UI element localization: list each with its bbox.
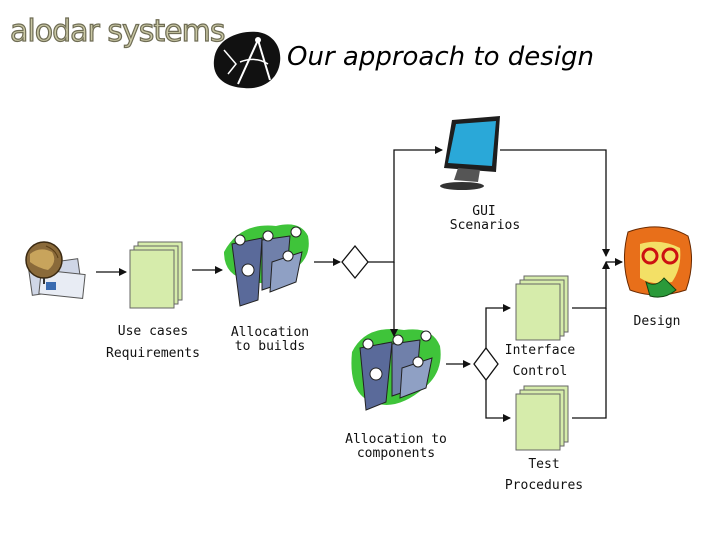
design-label: Design: [633, 314, 681, 329]
page-title: Our approach to design: [287, 42, 595, 72]
interface-control-document-icon: [515, 275, 569, 341]
gui-label-2: Scenarios: [449, 218, 521, 233]
allocation-builds-label-1: Allocation: [230, 325, 310, 340]
allocation-components-label-2: components: [356, 446, 436, 461]
company-logo: alodar systems: [9, 13, 226, 49]
allocation-builds-label-2: to builds: [234, 339, 306, 354]
allocation-builds-icon: [224, 224, 309, 307]
design-icon: [624, 226, 692, 298]
use-cases-label: Use cases: [117, 324, 189, 339]
allocation-components-icon: [351, 328, 441, 411]
use-cases-document-icon: [129, 241, 183, 309]
test-label-1: Test: [528, 457, 560, 472]
interface-label-1: Interface: [504, 343, 576, 358]
test-procedures-document-icon: [515, 385, 569, 451]
test-label-2: Procedures: [504, 478, 584, 493]
interface-label-2: Control: [512, 364, 568, 379]
monitor-icon: [440, 116, 500, 190]
allocation-components-label-1: Allocation to: [345, 432, 447, 447]
globe-icon: [25, 241, 86, 299]
connectors: [96, 146, 623, 422]
requirements-label: Requirements: [106, 346, 200, 361]
gui-label-1: GUI: [472, 204, 496, 219]
